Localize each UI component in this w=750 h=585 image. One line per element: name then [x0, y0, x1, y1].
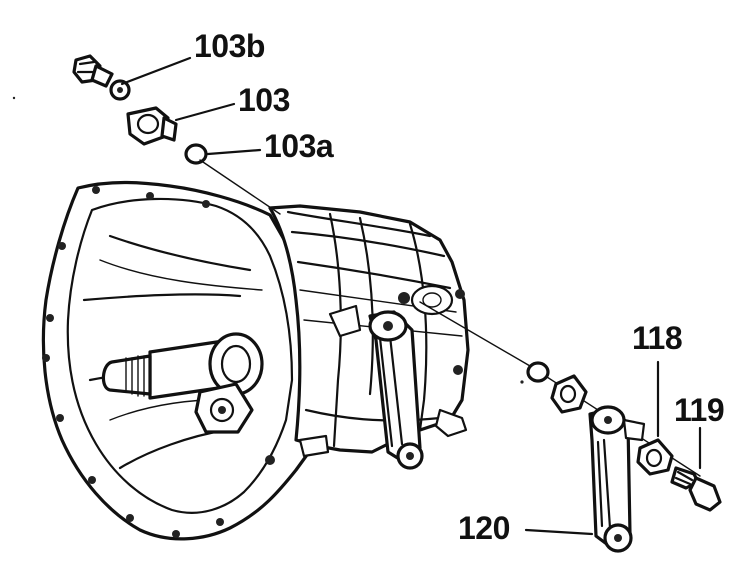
- input-shaft: [101, 332, 264, 434]
- stray-mark: [520, 380, 524, 384]
- part-103a-washer: [184, 143, 208, 165]
- part-bush-a: [550, 374, 588, 414]
- part-103b-bolt: [72, 54, 131, 101]
- leader-103b: [120, 56, 192, 86]
- part-washer-small: [526, 361, 550, 383]
- leader-120: [524, 528, 594, 536]
- assembly-line-top: [199, 159, 281, 215]
- leader-lines: [120, 56, 702, 536]
- callout-120: 120: [458, 510, 510, 546]
- installed-shift-lever: [368, 310, 424, 470]
- part-103-plug: [126, 106, 178, 146]
- part-120-lever: [588, 405, 646, 553]
- leader-103: [174, 102, 236, 122]
- leader-103a: [206, 148, 262, 156]
- callout-103a: 103a: [264, 128, 334, 164]
- part-119-bolt: [670, 466, 722, 512]
- part-118-bush: [636, 438, 674, 476]
- callout-103: 103: [238, 82, 290, 118]
- callout-118: 118: [632, 320, 683, 356]
- stray-mark: [12, 96, 16, 100]
- callout-119: 119: [674, 392, 725, 428]
- callout-103b: 103b: [194, 28, 265, 64]
